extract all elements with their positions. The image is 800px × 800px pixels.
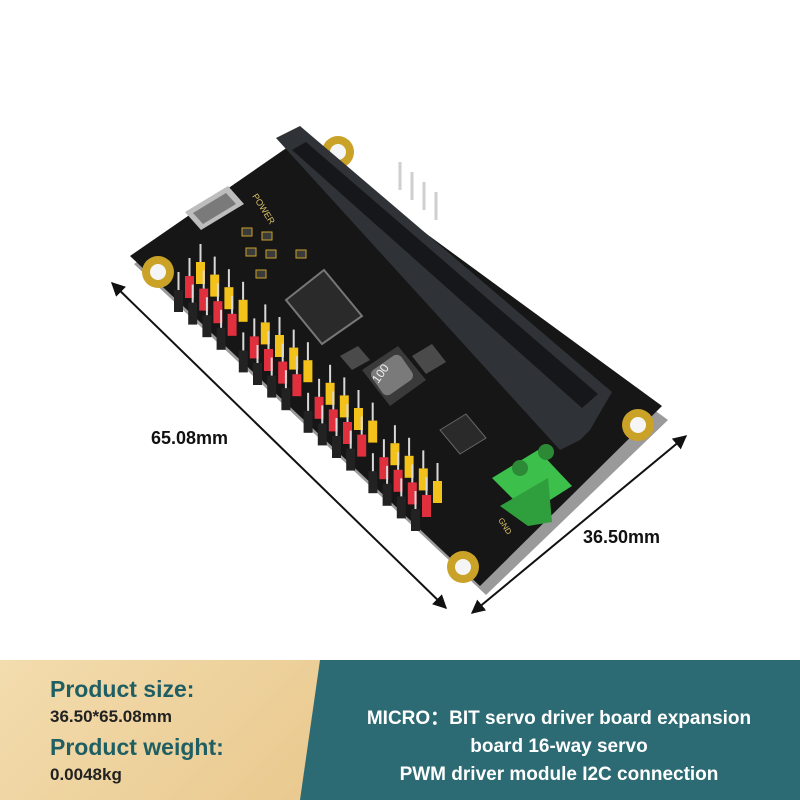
servo-pin-block <box>317 423 327 446</box>
servo-pin-block <box>357 434 367 457</box>
servo-pin-block <box>253 363 262 385</box>
servo-pin-block <box>216 327 226 350</box>
servo-pin-block <box>174 290 183 312</box>
product-description: MICRO：BIT servo driver board expansion b… <box>318 705 800 789</box>
product-weight-value: 0.0048kg <box>50 765 122 784</box>
servo-pin-block <box>382 483 392 506</box>
servo-pin-block <box>303 410 313 433</box>
description-line: board 16-way servo <box>470 736 648 757</box>
product-size-title: Product size: <box>50 676 195 702</box>
servo-pin-block <box>303 360 313 383</box>
servo-pin-block <box>346 448 356 471</box>
description-line: MICRO：BIT servo driver board expansion <box>366 708 752 729</box>
product-weight-title: Product weight: <box>50 734 224 760</box>
edge-connector-slot <box>292 142 598 408</box>
servo-pin-block <box>281 388 291 411</box>
servo-pin-block <box>433 481 442 503</box>
width-dimension-label: 36.50mm <box>583 527 661 547</box>
servo-pin-block <box>368 471 378 494</box>
width-dimension-arrow <box>470 435 688 614</box>
length-dimension-arrow <box>110 282 448 609</box>
i2c-header-pins <box>398 162 438 220</box>
servo-pin-block <box>422 495 431 517</box>
servo-pin-block <box>411 509 420 531</box>
servo-pin-block <box>292 374 302 397</box>
servo-pin-block <box>238 350 248 373</box>
servo-pin-block <box>238 299 248 322</box>
servo-pin-block <box>368 420 378 443</box>
description-line: PWM driver module I2C connection <box>399 764 719 785</box>
usb-connector <box>185 186 244 230</box>
servo-pin-block <box>267 375 277 398</box>
description-panel <box>300 660 800 800</box>
servo-pin-block <box>202 315 212 338</box>
servo-pin-block <box>188 302 198 325</box>
smd-components <box>241 227 307 279</box>
servo-pin-block <box>196 262 205 284</box>
spec-panel <box>0 660 320 800</box>
servo-pin-block <box>396 496 406 519</box>
product-size-value: 36.50*65.08mm <box>50 707 172 726</box>
servo-pin-block <box>227 313 237 336</box>
length-dimension-label: 65.08mm <box>151 428 229 448</box>
servo-pin-block <box>332 436 341 458</box>
